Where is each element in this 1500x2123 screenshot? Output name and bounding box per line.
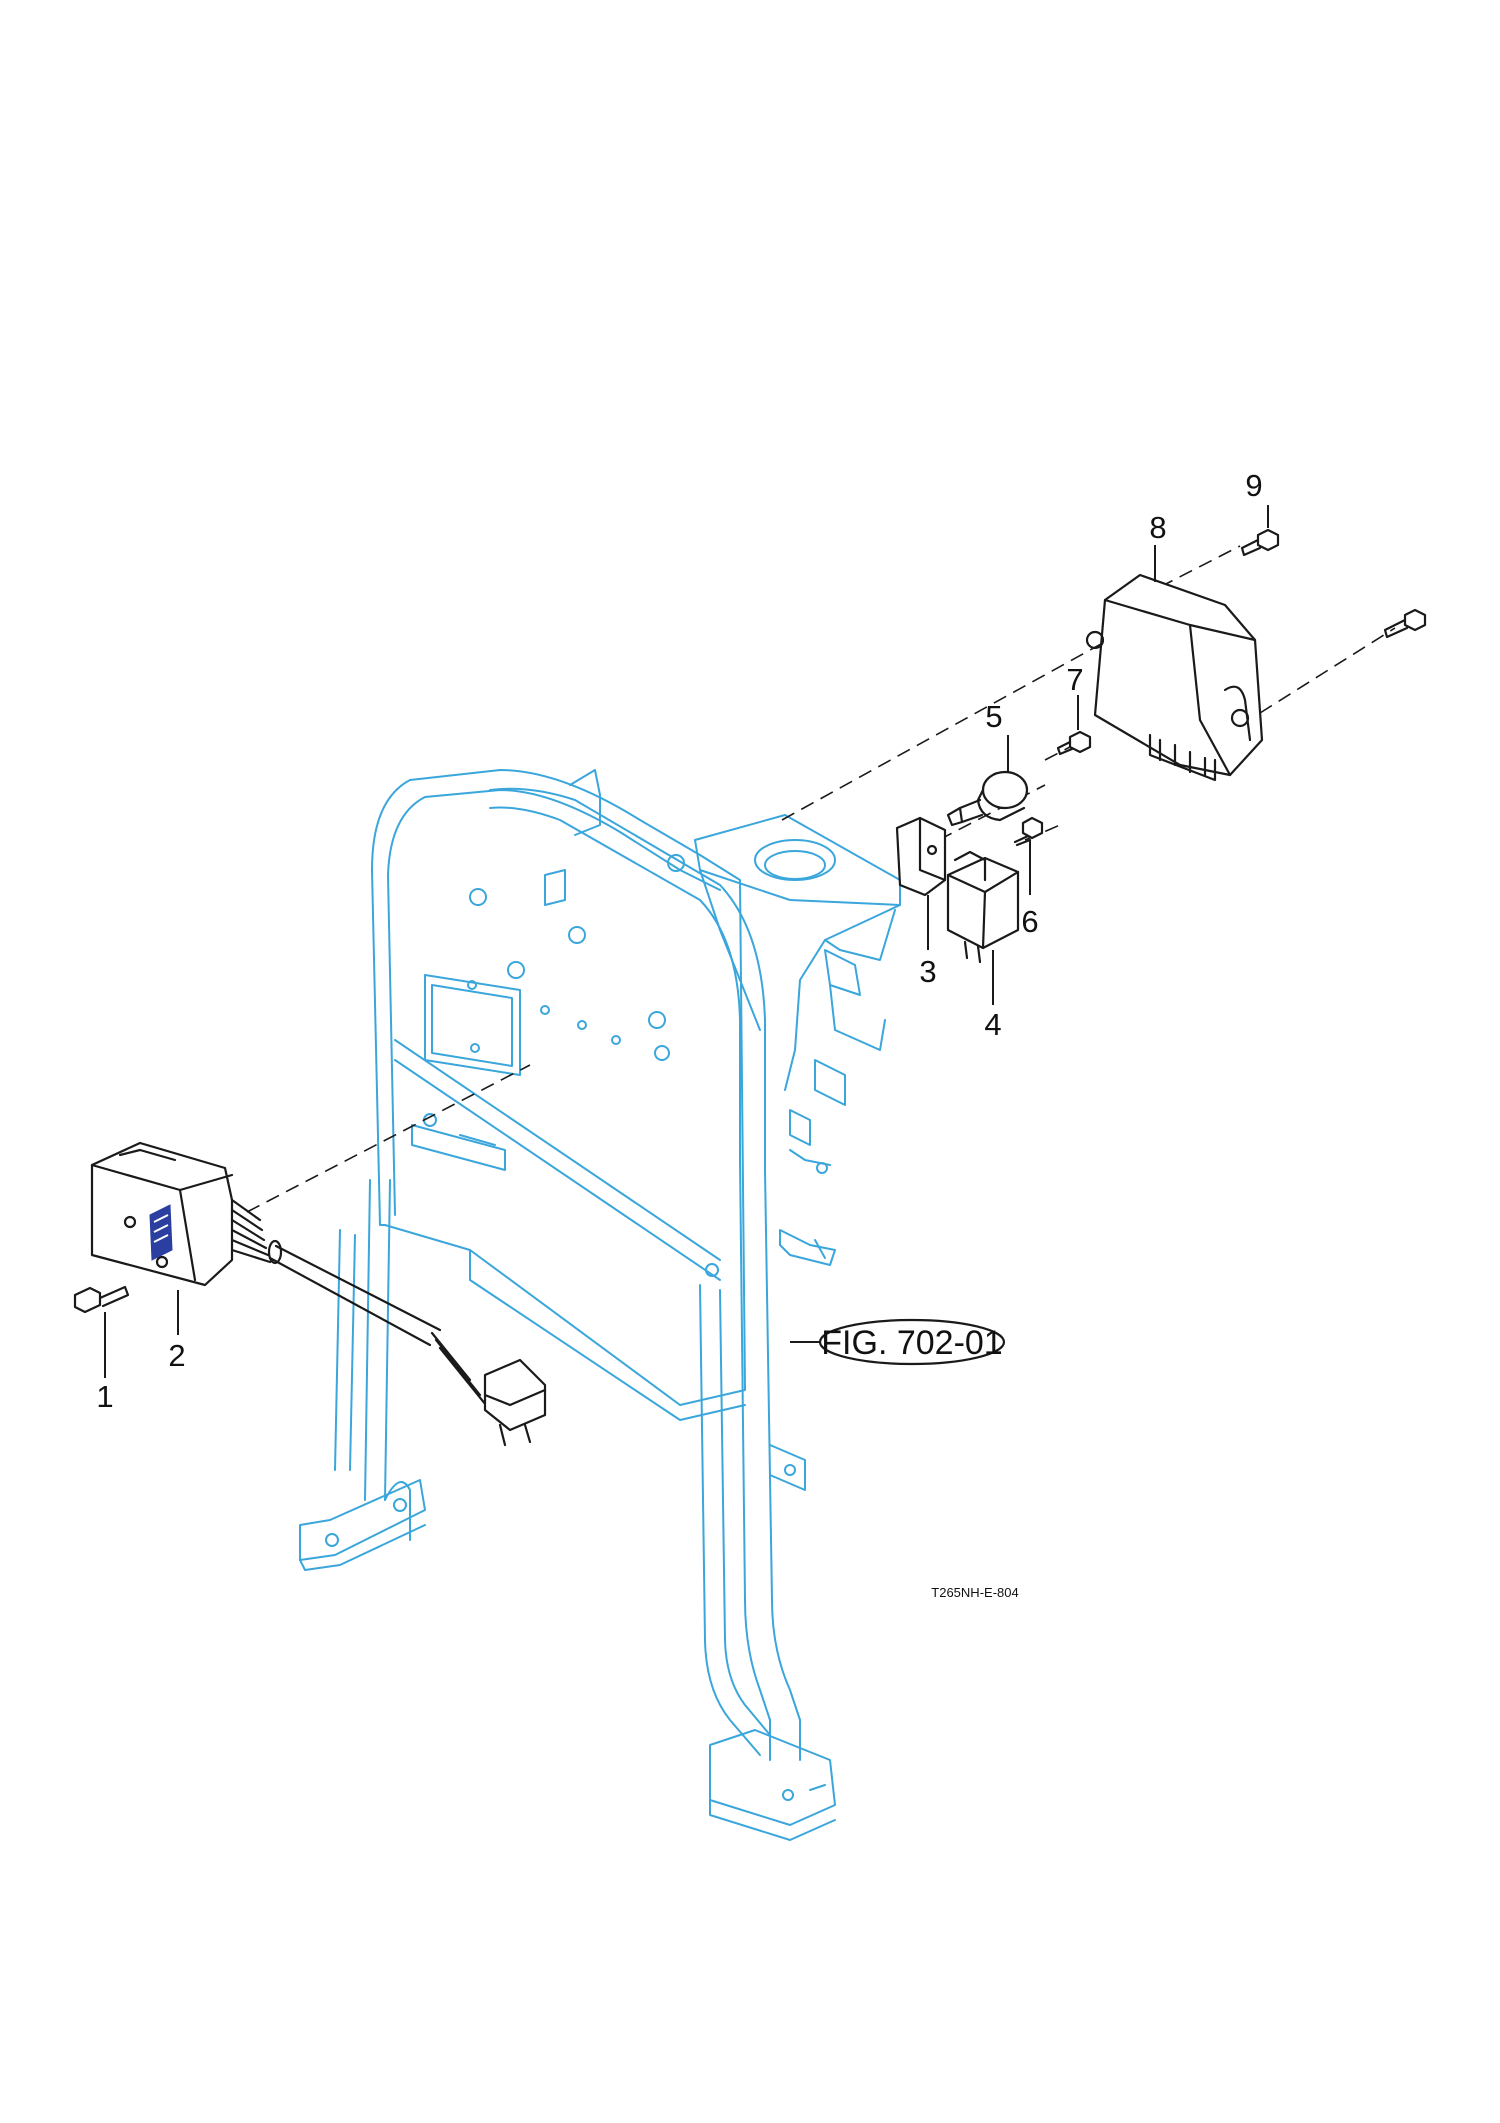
leader-lines xyxy=(104,505,1269,1378)
part-9-bolt-upper xyxy=(1240,528,1280,557)
frame-assembly xyxy=(299,769,901,1841)
callout-9: 9 xyxy=(1245,468,1262,503)
part-6-screw xyxy=(1013,816,1044,847)
figure-reference-label: FIG. 702-01 xyxy=(821,1324,1002,1362)
figure-reference[interactable]: FIG. 702-01 xyxy=(818,1318,1006,1366)
part-2-control-unit xyxy=(90,1141,547,1447)
callout-8: 8 xyxy=(1149,510,1166,545)
part-3-bracket xyxy=(895,816,947,897)
callout-1: 1 xyxy=(96,1379,113,1414)
callout-3: 3 xyxy=(919,954,936,989)
part-1-bolt xyxy=(73,1285,130,1314)
callout-6: 6 xyxy=(1021,904,1038,939)
part-5-buzzer xyxy=(946,770,1029,827)
callout-2: 2 xyxy=(168,1338,185,1373)
part-7-screw xyxy=(1056,730,1092,756)
control-unit-logo xyxy=(149,1204,173,1261)
figure-reference-oval xyxy=(818,1318,1006,1366)
drawing-code: T265NH-E-804 xyxy=(931,1585,1018,1600)
part-4-relay xyxy=(946,850,1020,964)
panel-nuts xyxy=(423,854,719,1277)
callout-5: 5 xyxy=(985,699,1002,734)
callout-4: 4 xyxy=(984,1007,1001,1042)
callout-numbers: 1 2 3 4 5 6 7 8 9 xyxy=(96,468,1262,1414)
part-8-controller-module xyxy=(1085,573,1264,782)
callout-7: 7 xyxy=(1066,662,1083,697)
part-9-bolt-lower xyxy=(1383,608,1427,639)
